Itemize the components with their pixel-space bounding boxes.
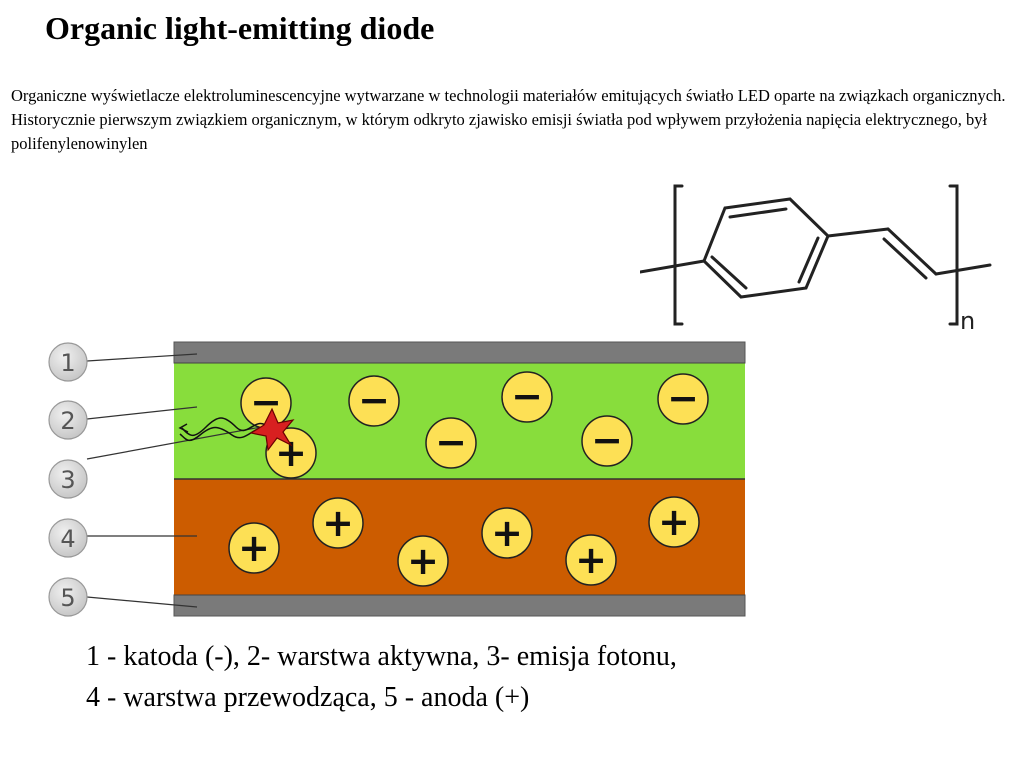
electron: − [348, 375, 400, 427]
cathode-layer [173, 341, 746, 364]
caption-line-2: 4 - warstwa przewodząca, 5 - anoda (+) [86, 682, 530, 713]
electron-symbol: − [250, 380, 282, 424]
vinyl-single-bond [826, 227, 890, 238]
anode-layer [173, 594, 746, 617]
oled-layer-diagram: 1 2 3 4 5 − − − − − [48, 341, 746, 617]
hole-symbol: + [491, 511, 523, 555]
vinyl-double-bond [886, 227, 938, 276]
hole: + [565, 534, 617, 586]
callout-1-label: 1 [60, 349, 75, 377]
right-bracket [948, 184, 959, 326]
callout-5: 5 [48, 577, 88, 617]
callout-4: 4 [48, 518, 88, 558]
callout-3-label: 3 [60, 466, 75, 494]
hole-symbol: + [575, 538, 607, 582]
caption-line-1: 1 - katoda (-), 2- warstwa aktywna, 3- e… [86, 641, 677, 672]
electron: − [425, 417, 477, 469]
electron-symbol: − [435, 420, 467, 464]
left-bond [640, 259, 706, 274]
hole: + [481, 507, 533, 559]
callout-2-label: 2 [60, 407, 75, 435]
ring-double-bond-2 [797, 236, 820, 284]
electron-symbol: − [511, 374, 543, 418]
electron-symbol: − [358, 378, 390, 422]
right-bond [934, 263, 992, 276]
benzene-ring [702, 197, 830, 299]
ppv-structure-diagram: n [640, 184, 992, 335]
callout-3: 3 [48, 459, 88, 499]
vinyl-double-bond-inner [882, 237, 928, 280]
electron: − [657, 373, 709, 425]
intro-paragraph-2: Historycznie pierwszym związkiem organic… [11, 110, 988, 153]
photon-wave-icon [178, 417, 269, 442]
hole: + [228, 522, 280, 574]
ring-double-bond-1 [728, 207, 788, 219]
repeat-subscript: n [960, 307, 975, 335]
callout-1: 1 [48, 342, 88, 382]
photon-star-icon [249, 407, 295, 452]
callout-2: 2 [48, 400, 88, 440]
hole-symbol: + [658, 500, 690, 544]
hole: + [265, 427, 317, 479]
hole: + [312, 497, 364, 549]
hole-symbol: + [322, 501, 354, 545]
page-title: Organic light-emitting diode [45, 10, 435, 46]
intro-text: Organiczne wyświetlacze elektroluminesce… [11, 84, 1016, 156]
callout-5-label: 5 [60, 584, 75, 612]
electron: − [240, 377, 292, 429]
electron: − [581, 415, 633, 467]
hole: + [648, 496, 700, 548]
hole-symbol: + [238, 526, 270, 570]
hole-symbol: + [407, 539, 439, 583]
electron: − [501, 371, 553, 423]
intro-paragraph-1: Organiczne wyświetlacze elektroluminesce… [11, 86, 1006, 105]
ring-double-bond-3 [710, 255, 748, 290]
electron-symbol: − [667, 376, 699, 420]
hole: + [397, 535, 449, 587]
electron-symbol: − [591, 418, 623, 462]
legend-caption: 1 - katoda (-), 2- warstwa aktywna, 3- e… [86, 636, 677, 718]
left-bracket [673, 184, 684, 326]
callout-4-label: 4 [60, 525, 75, 553]
